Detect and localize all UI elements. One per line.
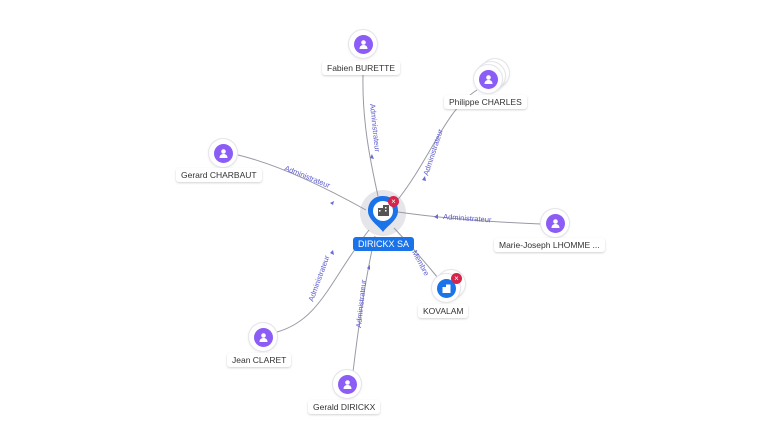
arrow-fabien <box>370 154 374 159</box>
edge-kovalam <box>393 227 439 279</box>
person-node-gerald[interactable] <box>333 370 361 398</box>
person-node-marie[interactable] <box>541 209 569 237</box>
edge-label-gerard-charbaut: Administrateur <box>283 164 332 191</box>
person-node-jean[interactable] <box>249 323 277 351</box>
company-building-icon <box>436 278 456 298</box>
center-company-label[interactable]: DIRICKX SA <box>353 237 415 251</box>
person-label-fabien[interactable]: Fabien BURETTE <box>322 61 401 75</box>
close-badge-icon[interactable]: × <box>451 273 462 284</box>
person-label-gerald[interactable]: Gerald DIRICKX <box>308 400 381 414</box>
close-badge-icon[interactable]: × <box>388 196 399 207</box>
edge-marie <box>397 211 542 225</box>
edge-label-marie: Administrateur <box>443 212 492 224</box>
arrow-gerald <box>367 265 370 270</box>
edge-fabien <box>362 74 379 197</box>
edge-label-philippe: Administrateur <box>421 127 445 176</box>
person-icon <box>213 143 233 163</box>
person-label-jean[interactable]: Jean CLARET <box>227 353 292 367</box>
person-node-gerard-charbaut[interactable] <box>209 139 237 167</box>
company-label-kovalam[interactable]: KOVALAM <box>418 304 469 318</box>
person-node-philippe[interactable] <box>474 65 502 93</box>
person-icon <box>253 327 273 347</box>
person-label-gerard-charbaut[interactable]: Gerard CHARBAUT <box>176 168 262 182</box>
person-icon <box>478 69 498 89</box>
edge-label-kovalam: Membre <box>410 249 431 278</box>
person-icon <box>545 213 565 233</box>
person-icon <box>353 34 373 54</box>
edge-label-fabien: Administrateur <box>368 103 382 153</box>
person-label-philippe[interactable]: Philippe CHARLES <box>444 95 527 109</box>
edge-label-gerald: Administrateur <box>354 279 368 329</box>
arrow-jean <box>330 250 334 255</box>
person-icon <box>337 374 357 394</box>
arrow-philippe <box>422 176 426 181</box>
arrow-gerard-charbaut <box>330 201 334 205</box>
person-node-fabien[interactable] <box>349 30 377 58</box>
center-company-node[interactable]: × <box>360 190 406 236</box>
edge-gerard-charbaut <box>237 154 367 211</box>
edge-label-jean: Administrateur <box>306 254 331 303</box>
arrow-marie <box>434 214 438 219</box>
person-label-marie[interactable]: Marie-Joseph LHOMME ... <box>494 238 605 252</box>
